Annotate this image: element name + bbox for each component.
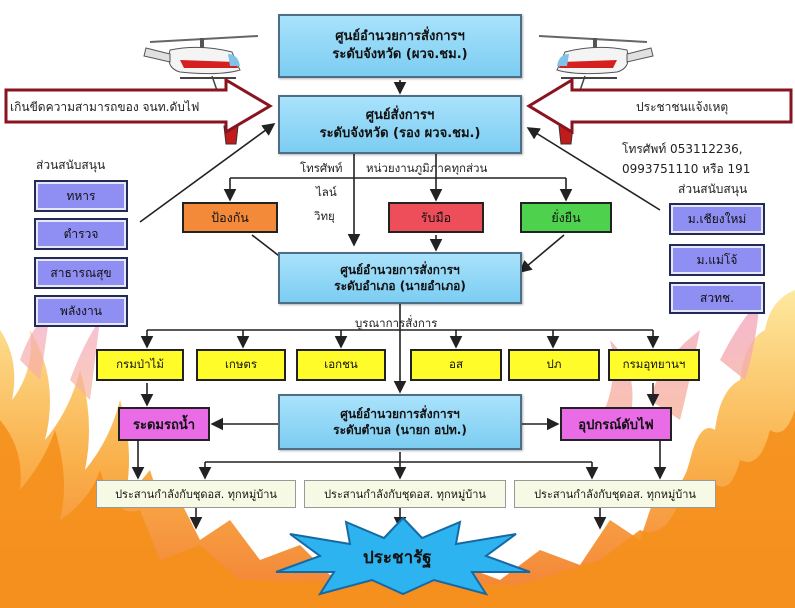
support-police: ตำรวจ [34,218,128,250]
support-left-title: ส่วนสนับสนุน [36,158,106,172]
support-public-health: สาธารณสุข [34,257,128,289]
subdistrict-command-center: ศูนย์อำนวยการสั่งการฯ ระดับตำบล (นายก อป… [278,394,522,450]
right-report-arrow [526,78,793,134]
agency-agriculture: เกษตร [196,349,286,381]
village-coordination-1: ประสานกำลังกับชุดอส. ทุกหมู่บ้าน [96,480,296,508]
integrated-command-label: บูรณาการสั่งการ [355,316,438,330]
support-right-title: ส่วนสนับสนุน [678,182,748,196]
support-chiang-mai-university: ม.เชียงใหม่ [669,203,765,235]
phase-respond: รับมือ [388,202,484,233]
provincial-command-center: ศูนย์สั่งการฯ ระดับจังหวัด (รอง ผวจ.ชม.) [278,95,522,154]
regional-agencies-label: หน่วยงานภูมิภาคทุกส่วน [366,161,488,175]
citizens-starburst [275,516,531,596]
phone-number-1: โทรศัพท์ 053112236, [622,142,743,156]
support-nstda: สวทช. [669,282,765,314]
comm-radio-label: วิทยุ [314,209,335,223]
support-energy: พลังงาน [34,295,128,327]
phase-sustain: ยั่งยืน [520,202,612,233]
right-arrow-text: ประชาชนแจ้งเหตุ [636,100,729,114]
provincial-director-center: ศูนย์อำนวยการสั่งการฯ ระดับจังหวัด (ผวจ.… [278,14,522,78]
left-arrow-text: เกินขีดความสามารถของ จนท.ดับไฟ [10,100,200,114]
support-maejo-university: ม.แม่โจ้ [669,244,765,276]
comm-line-label: ไลน์ [316,185,337,199]
agency-forestry: กรมป่าไม้ [96,349,184,381]
citizens-label: ประชารัฐ [363,548,432,568]
village-coordination-3: ประสานกำลังกับชุดอส. ทุกหมู่บ้าน [514,480,716,508]
agency-national-parks: กรมอุทยานฯ [608,349,700,381]
agency-volunteer-defense: อส [410,349,502,381]
firefighting-equipment: อุปกรณ์ดับไฟ [560,407,672,441]
water-truck-mobilization: ระดมรถน้ำ [118,407,210,441]
agency-disaster-prevention: ปภ [508,349,600,381]
phone-number-2: 0993751110 หรือ 191 [622,162,751,176]
village-coordination-2: ประสานกำลังกับชุดอส. ทุกหมู่บ้าน [304,480,506,508]
agency-private-sector: เอกชน [296,349,386,381]
comm-phone-label: โทรศัพท์ [300,161,343,175]
phase-prevent: ป้องกัน [182,202,278,233]
left-escalation-arrow [4,78,273,134]
district-command-center: ศูนย์อำนวยการสั่งการฯ ระดับอำเภอ (นายอำเ… [278,252,522,304]
support-military: ทหาร [34,180,128,212]
